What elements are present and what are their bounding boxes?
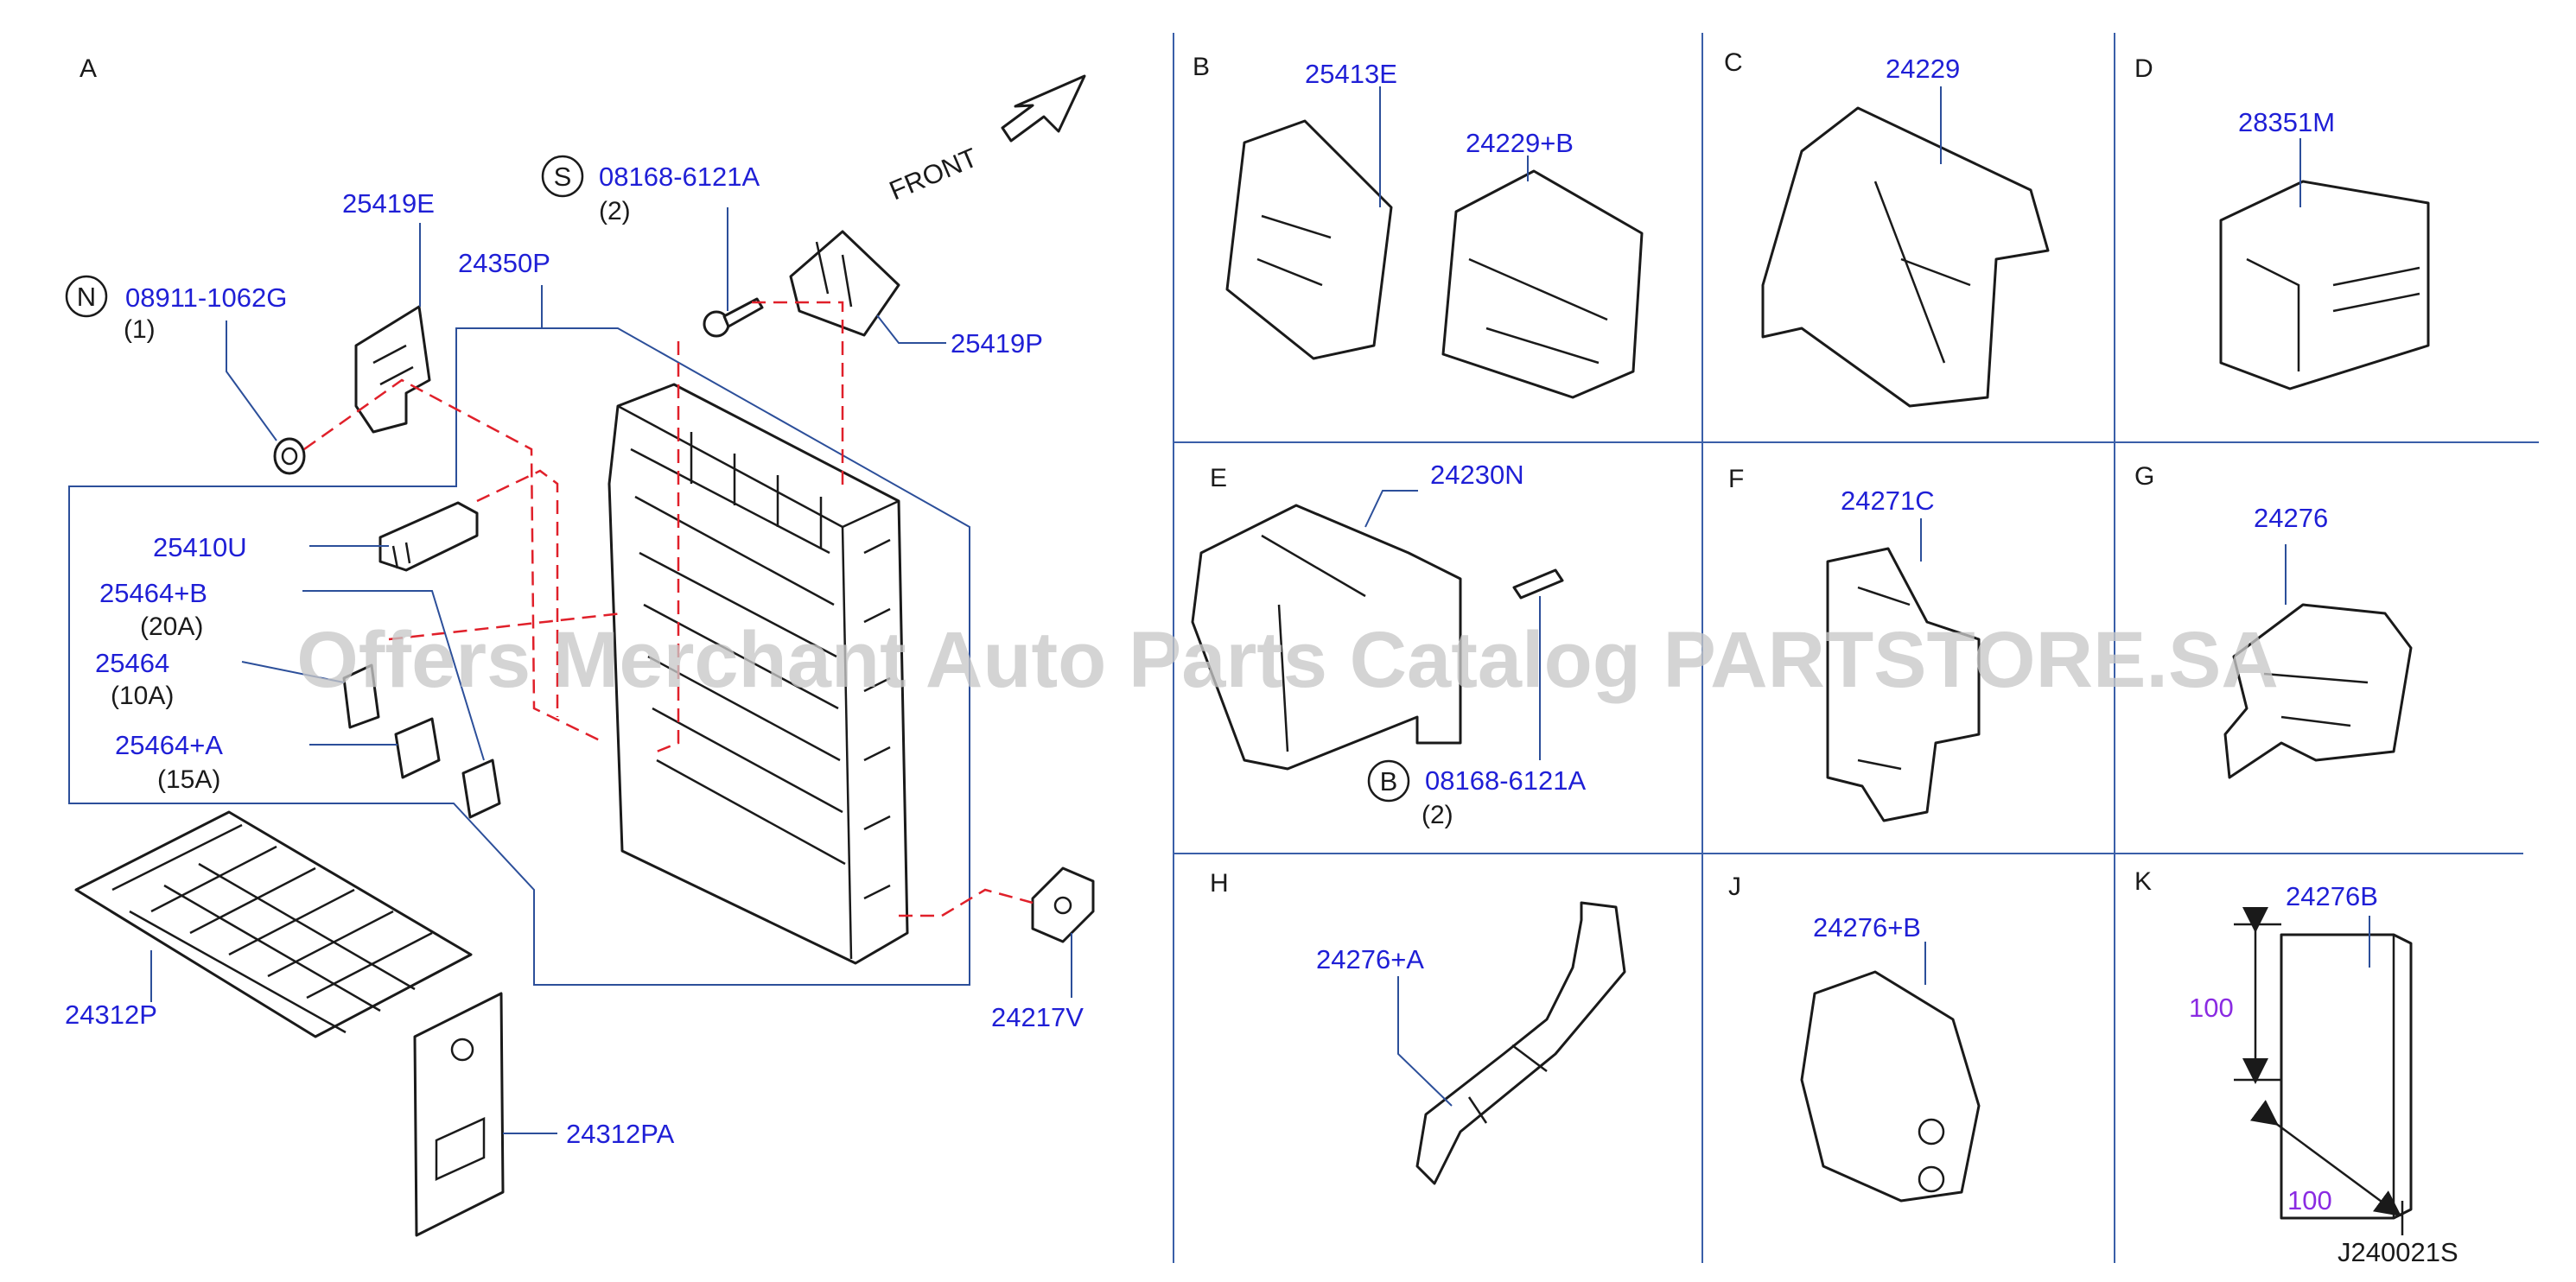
section-grid [1173,33,2539,1263]
front-label: FRONT [885,142,982,206]
part-number: 24276+B [1813,912,1921,942]
section-label-j: J [1728,873,1741,901]
callout-badge-n [65,275,108,318]
part-number: 25410U [153,532,247,562]
callout-badge-s [541,155,584,198]
section-label-g: G [2134,462,2154,491]
part-number: 28351M [2238,107,2335,137]
section-label-e: E [1210,464,1227,492]
section-a-illustration [68,74,1095,1237]
part-number: 24217V [991,1002,1084,1032]
part-number: 25419P [951,328,1043,359]
part-number: 24312PA [566,1119,675,1149]
part-quantity: (15A) [157,765,220,794]
callout-badge-b-text: B [1380,766,1398,796]
part-quantity: (2) [1422,801,1453,829]
section-label-h: H [1210,869,1229,898]
section-bk-callouts: 25413E 24229+B 24229 28351M 24230N B 081… [1305,54,2458,1267]
part-quantity: (10A) [111,682,174,710]
part-quantity: (20A) [140,612,203,641]
part-number: 25419E [342,188,435,219]
callout-badge-s-text: S [554,162,572,192]
section-label-a: A [80,54,97,83]
section-a-leaders [150,207,1072,1134]
part-number: 25464 [95,648,169,678]
part-number: 24350P [458,248,550,278]
part-number: 24230N [1430,460,1524,490]
part-number: 25413E [1305,59,1397,89]
part-quantity: (2) [599,197,631,225]
section-labels: A B C D E F G H J K [80,48,2154,901]
section-label-c: C [1724,48,1743,77]
part-number: 24271C [1841,486,1935,516]
dimension-width: 100 [2287,1185,2332,1215]
part-number: 08168-6121A [599,162,760,192]
part-number: 25464+B [99,578,207,608]
callout-badge-b [1367,759,1410,803]
part-number: 08911-1062G [125,282,287,313]
part-number: 08168-6121A [1425,765,1586,796]
section-label-d: D [2134,54,2153,83]
section-label-k: K [2134,867,2152,896]
section-label-f: F [1728,465,1744,493]
part-number: 25464+A [115,730,223,760]
part-number: 24229+B [1466,128,1574,158]
part-quantity: (1) [124,315,156,344]
part-number: 24276+A [1316,944,1424,974]
part-number: 24276 [2254,503,2328,533]
section-label-b: B [1193,53,1210,81]
part-number: 24229 [1886,54,1960,84]
callout-badge-n-text: N [77,282,96,312]
part-number: 24312P [65,1000,157,1030]
watermark: Offers Merchant Auto Parts Catalog PARTS… [296,616,2279,704]
section-bk-illustrations [1191,106,2430,1235]
dimension-height: 100 [2189,993,2234,1023]
drawing-reference: J240021S [2337,1237,2458,1267]
part-number: 24276B [2286,881,2378,911]
section-bk-leaders [1364,86,2370,1107]
